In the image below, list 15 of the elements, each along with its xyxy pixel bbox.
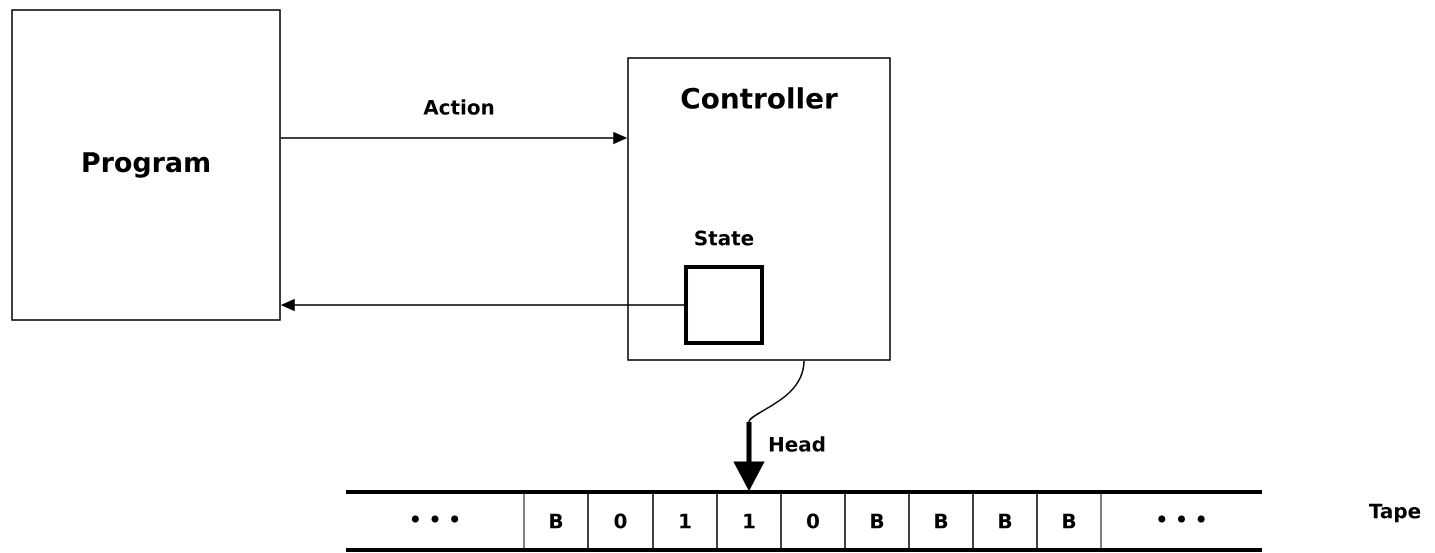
state-box [684, 265, 764, 345]
tape-cell: B [1036, 491, 1102, 551]
tape-cell: 1 [716, 491, 782, 551]
program-box: Program [11, 9, 281, 321]
edge-label: Action [422, 98, 496, 116]
tape-cell: B [908, 491, 974, 551]
tape-label: Tape [1369, 503, 1421, 523]
edge-label: Head [767, 435, 827, 453]
state-label: State [695, 230, 754, 246]
tape-cell: 0 [587, 491, 654, 551]
tape-cell: 0 [780, 491, 846, 551]
tape-cell: B [972, 491, 1038, 551]
tape-cell: 1 [652, 491, 718, 551]
tape-cell: B [844, 491, 910, 551]
tape-cell: B [523, 491, 589, 551]
